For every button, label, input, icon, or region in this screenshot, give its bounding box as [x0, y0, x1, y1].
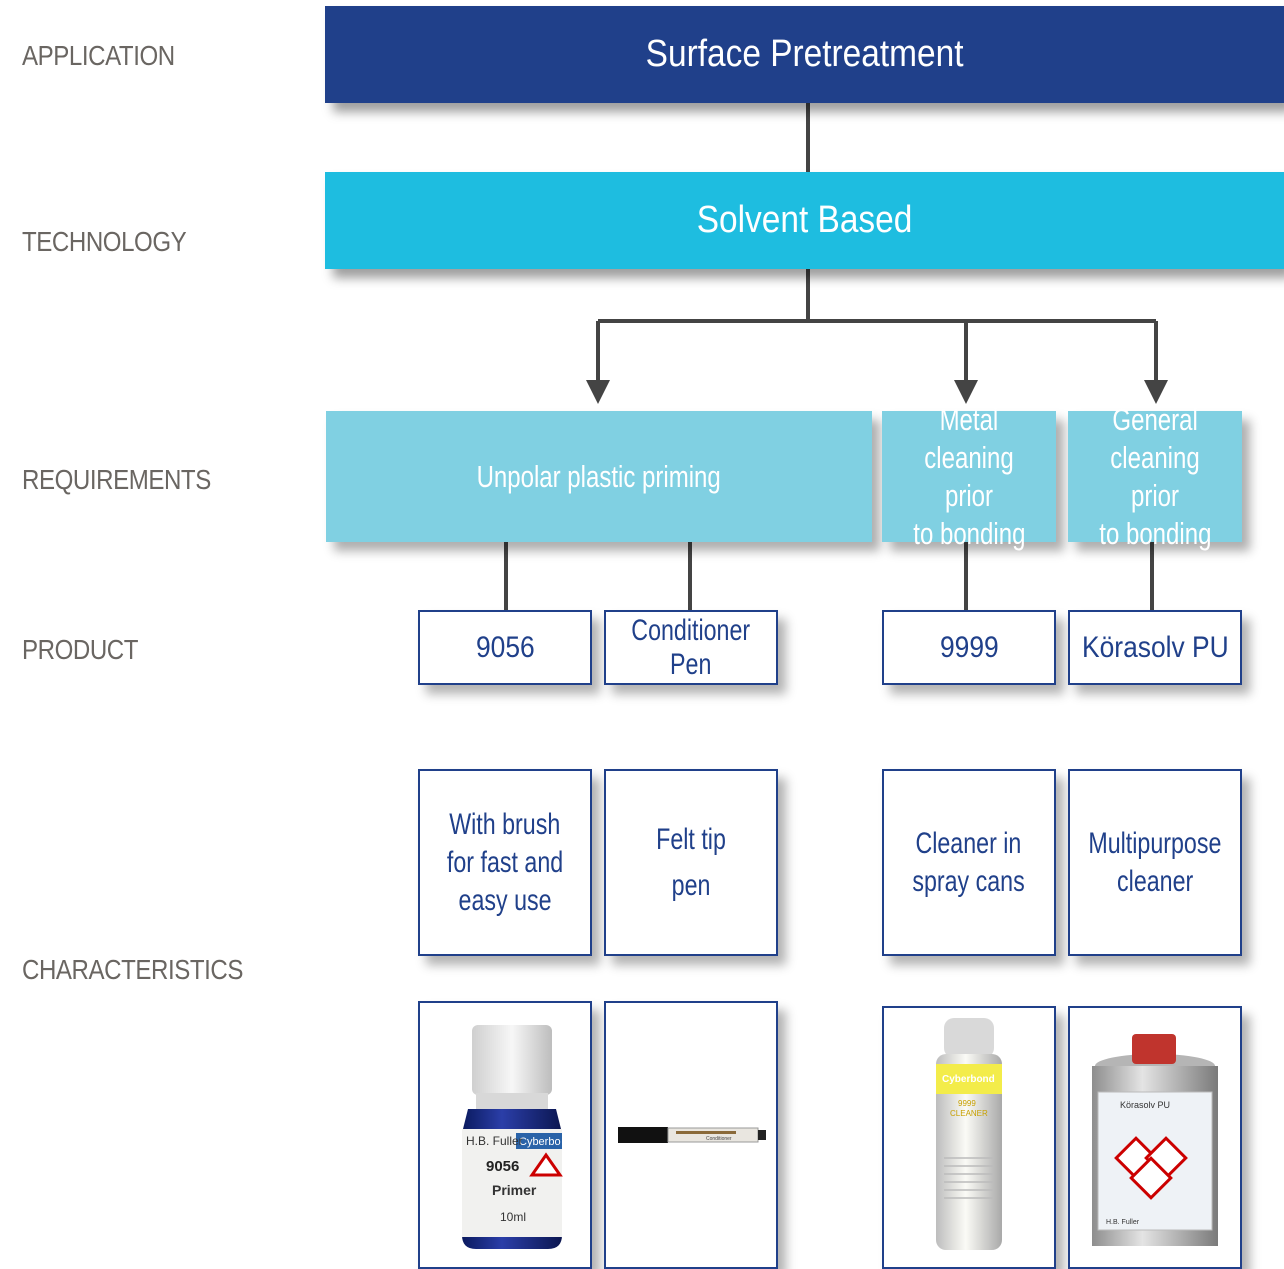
requirement-text: to bonding: [1098, 515, 1212, 551]
product-name: 9999: [939, 630, 999, 664]
requirement-unpolar-plastic-priming: Unpolar plastic priming: [326, 411, 872, 542]
row-label-application: APPLICATION: [22, 40, 175, 71]
requirement-text: General: [1112, 401, 1198, 437]
characteristic-text: spray cans: [912, 864, 1026, 898]
tin-illustration: Körasolv PU H.B. Fuller: [1092, 1034, 1218, 1246]
product-image-conditioner-pen: Conditioner: [604, 1001, 778, 1269]
characteristic-text: pen: [671, 868, 711, 902]
product-image-9056-bottle: Cyberbo H.B. Fuller 9056 Primer 10ml: [418, 1001, 592, 1269]
row-label-requirements: REQUIREMENTS: [22, 464, 211, 495]
product-9999: 9999: [882, 610, 1056, 685]
row-label-characteristics: CHARACTERISTICS: [22, 954, 243, 985]
bottle-tag: Cyberbo: [519, 1136, 561, 1148]
spray-can-illustration: Cyberbond 9999 CLEANER: [936, 1018, 1002, 1250]
product-name: Conditioner: [631, 613, 751, 647]
characteristic-multipurpose: Multipurpose cleaner: [1068, 769, 1242, 956]
requirement-text: cleaning prior: [924, 439, 1014, 513]
product-name: 9056: [475, 630, 535, 664]
bottle-volume: 10ml: [500, 1210, 526, 1224]
spray-brand: Cyberbond: [942, 1074, 995, 1085]
requirement-text: Metal: [939, 401, 999, 437]
pen-illustration: Conditioner: [618, 1127, 766, 1143]
tin-label-brand: H.B. Fuller: [1106, 1219, 1140, 1226]
characteristic-brush: With brush for fast and easy use: [418, 769, 592, 956]
row-label-technology: TECHNOLOGY: [22, 226, 187, 257]
spray-name: CLEANER: [950, 1109, 988, 1118]
application-title: Surface Pretreatment: [645, 33, 964, 75]
bottle-name: Primer: [492, 1182, 537, 1198]
characteristic-spray-cans: Cleaner in spray cans: [882, 769, 1056, 956]
characteristic-text: easy use: [458, 883, 552, 917]
characteristic-text: for fast and: [446, 845, 564, 879]
product-korasolv-pu: Körasolv PU: [1068, 610, 1242, 685]
characteristic-felt-tip: Felt tip pen: [604, 769, 778, 956]
characteristic-text: cleaner: [1116, 864, 1194, 898]
bottle-illustration: Cyberbo H.B. Fuller 9056 Primer 10ml: [462, 1025, 563, 1249]
characteristic-text: With brush: [449, 807, 561, 841]
application-bar: Surface Pretreatment: [325, 6, 1284, 103]
product-9056: 9056: [418, 610, 592, 685]
product-image-9999-spray: Cyberbond 9999 CLEANER: [882, 1006, 1056, 1269]
product-name: Körasolv PU: [1081, 630, 1229, 664]
technology-bar: Solvent Based: [325, 172, 1284, 269]
tin-label-name: Körasolv PU: [1120, 1100, 1170, 1110]
characteristic-text: Felt tip: [656, 822, 726, 856]
spray-code: 9999: [958, 1099, 976, 1108]
product-image-korasolv-tin: Körasolv PU H.B. Fuller: [1068, 1006, 1242, 1269]
characteristic-text: Multipurpose: [1088, 826, 1222, 860]
technology-title: Solvent Based: [696, 199, 913, 241]
product-name: Pen: [670, 647, 712, 681]
bottle-brand: H.B. Fuller: [466, 1134, 523, 1148]
characteristic-text: Cleaner in: [916, 826, 1022, 860]
pen-label: Conditioner: [706, 1136, 732, 1142]
row-label-product: PRODUCT: [22, 634, 139, 665]
requirement-text: to bonding: [912, 515, 1026, 551]
requirement-text: cleaning prior: [1110, 439, 1200, 513]
bottle-code: 9056: [486, 1158, 519, 1175]
requirement-text: Unpolar plastic priming: [476, 458, 722, 494]
